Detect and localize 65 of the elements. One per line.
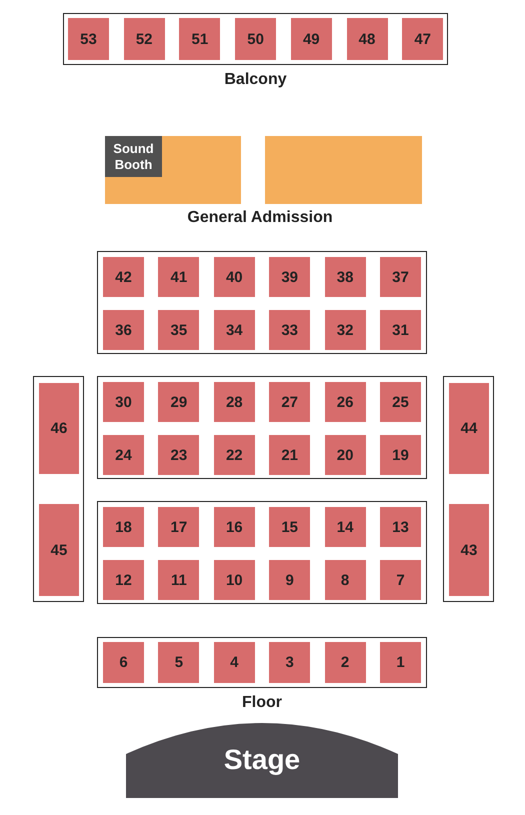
section-outline: [97, 376, 427, 479]
section-outline: [97, 501, 427, 604]
seating-section: 11: [158, 560, 200, 600]
seating-section: 20: [324, 435, 366, 475]
section-outline: [443, 376, 494, 602]
seating-section: 9: [269, 560, 310, 600]
seating-section: 21: [269, 435, 310, 475]
seating-section: 40: [214, 257, 255, 297]
stage-label: Stage: [222, 744, 302, 776]
seating-section: 35: [158, 310, 200, 350]
seating-section: 18: [103, 507, 144, 547]
seating-section: 8: [324, 560, 366, 600]
seating-section: 37: [380, 257, 421, 297]
seating-section: 17: [158, 507, 200, 547]
seating-section: 19: [380, 435, 421, 475]
seating-section: 32: [324, 310, 366, 350]
seating-section: 31: [380, 310, 421, 350]
seating-section: 42: [103, 257, 144, 297]
seating-section: 6: [103, 642, 144, 683]
section-outline: [33, 376, 84, 602]
seating-section: 13: [380, 507, 421, 547]
seating-section: 33: [269, 310, 310, 350]
seating-section: 30: [103, 382, 144, 422]
seating-section: 48: [346, 18, 388, 60]
seating-section: 46: [39, 383, 79, 474]
seating-section: 4: [214, 642, 255, 683]
seating-section: 44: [449, 383, 489, 474]
seating-section: 38: [324, 257, 366, 297]
section-heading: Floor: [241, 694, 283, 712]
seating-section: 52: [124, 18, 165, 60]
seating-section: 49: [290, 18, 332, 60]
seating-section: 3: [269, 642, 310, 683]
seating-section: 23: [158, 435, 200, 475]
seating-section: 43: [449, 504, 489, 596]
seating-section: 14: [324, 507, 366, 547]
seating-section: 47: [402, 18, 444, 60]
seating-section: 34: [214, 310, 255, 350]
seating-section: 26: [324, 382, 366, 422]
seating-section: 15: [269, 507, 310, 547]
seating-section: 16: [214, 507, 255, 547]
seating-section: 5: [158, 642, 200, 683]
seating-section: 12: [103, 560, 144, 600]
seating-section: 50: [235, 18, 276, 60]
seating-section: 24: [103, 435, 144, 475]
seating-section: 39: [269, 257, 310, 297]
seating-section: 10: [214, 560, 255, 600]
sound-booth-block: Sound Booth: [105, 136, 162, 177]
seating-section: 41: [158, 257, 200, 297]
seating-section: 2: [324, 642, 366, 683]
area-label: General Admission: [187, 209, 333, 227]
section-heading: Balcony: [223, 71, 288, 89]
section-outline: [97, 251, 427, 354]
general-admission-area: [105, 136, 241, 204]
seating-section: 7: [380, 560, 421, 600]
seating-section: 36: [103, 310, 144, 350]
seating-section: 28: [214, 382, 255, 422]
seating-section: 27: [269, 382, 310, 422]
seating-section: 53: [68, 18, 109, 60]
seating-section: 1: [380, 642, 421, 683]
seating-section: 51: [179, 18, 220, 60]
seating-section: 45: [39, 504, 79, 596]
seating-section: 29: [158, 382, 200, 422]
seating-section: 22: [214, 435, 255, 475]
general-admission-area: [265, 136, 422, 204]
seating-section: 25: [380, 382, 421, 422]
